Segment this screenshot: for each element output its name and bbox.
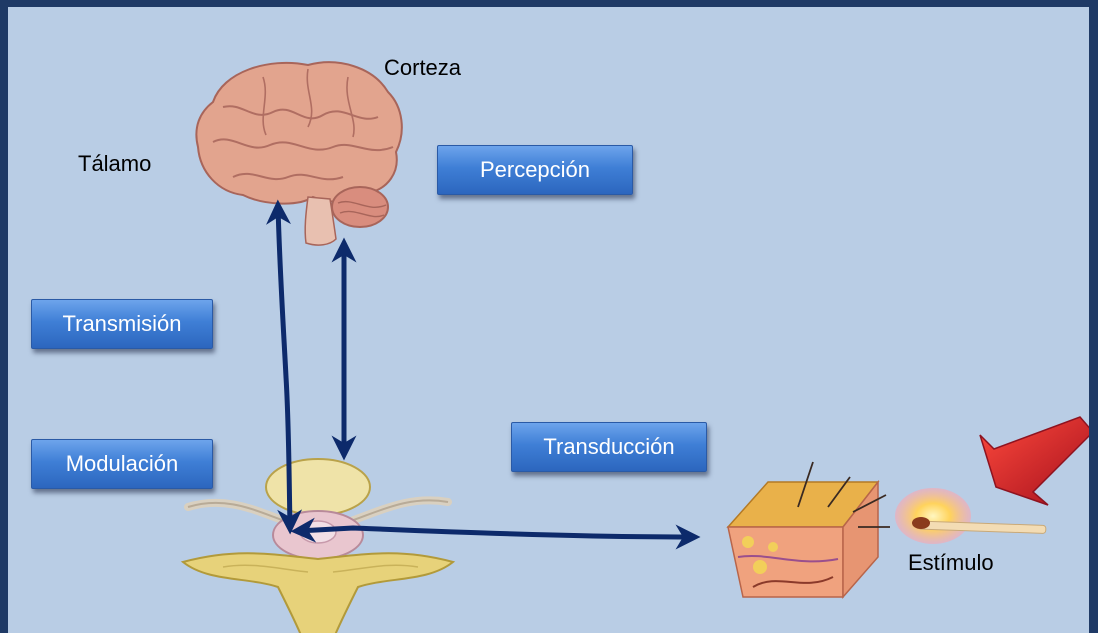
box-transmision: Transmisión xyxy=(31,299,213,349)
spinal-cord-illustration xyxy=(183,459,453,633)
label-talamo: Tálamo xyxy=(78,151,151,177)
box-percepcion: Percepción xyxy=(437,145,633,195)
brain-illustration xyxy=(196,62,401,245)
label-corteza: Corteza xyxy=(384,55,461,81)
label-estimulo: Estímulo xyxy=(908,550,994,576)
stimulus-arrow-icon xyxy=(980,417,1093,505)
skin-illustration xyxy=(728,462,890,597)
box-modulacion: Modulación xyxy=(31,439,213,489)
box-transduccion: Transducción xyxy=(511,422,707,472)
